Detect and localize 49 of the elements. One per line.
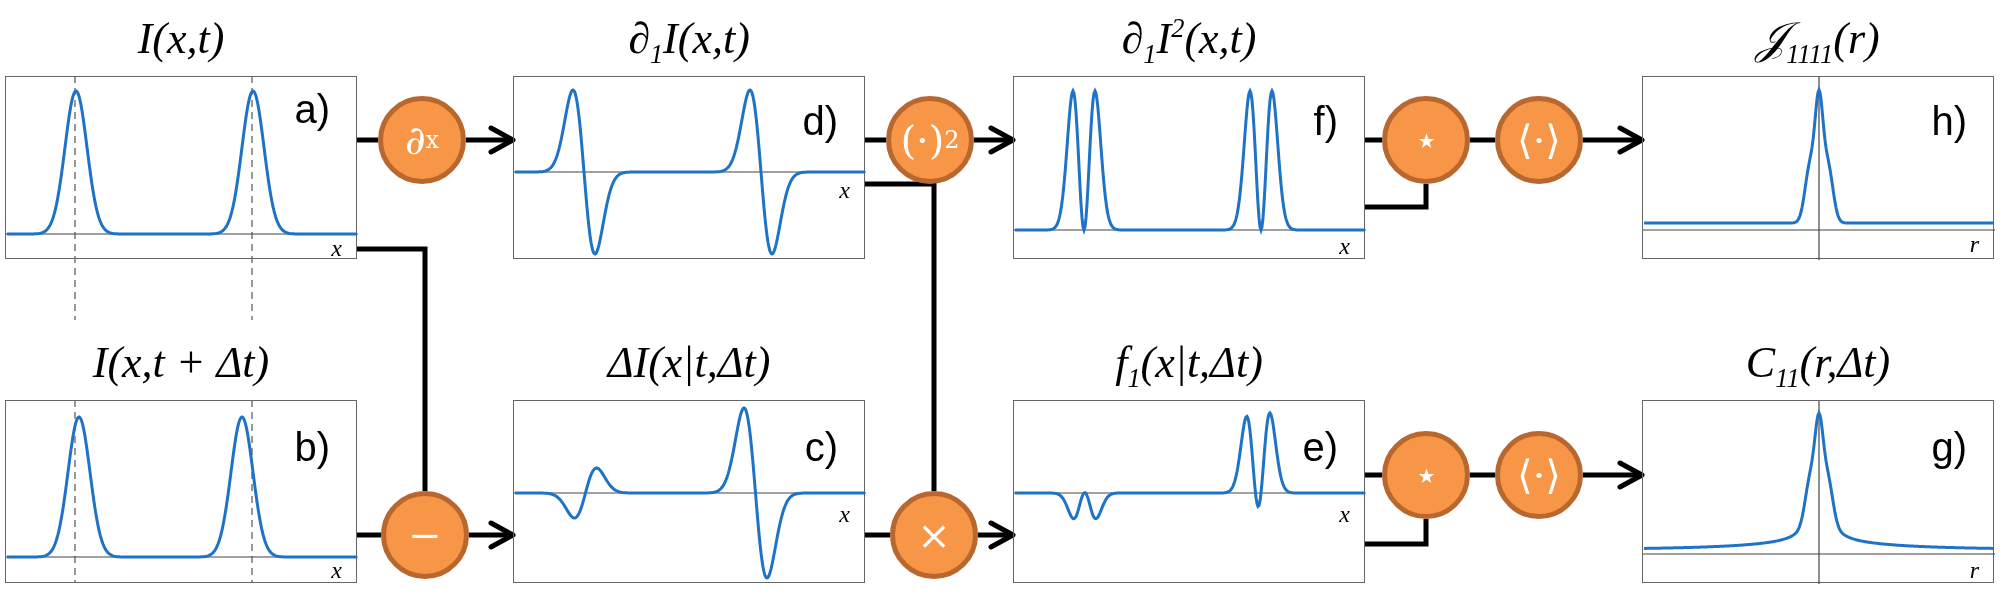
panel-title: 𝒥$_{1111}$(r) — [1753, 13, 1881, 68]
connector-line — [1365, 137, 1382, 143]
connector-line — [357, 246, 428, 491]
panel-label: d) — [802, 99, 838, 143]
arrow — [974, 125, 1016, 155]
panel-label: h) — [1931, 99, 1967, 143]
arrow — [466, 125, 516, 155]
panel-title: ∂$_{1}$I(x,t) — [627, 13, 751, 68]
axis-label: x — [839, 178, 850, 202]
panel-label: b) — [294, 425, 330, 469]
connector-line — [865, 532, 890, 538]
panel-title: f$_{1}$(x|t,Δt) — [1114, 337, 1264, 392]
axis-label: x — [1339, 502, 1350, 526]
panel-label: c) — [804, 425, 838, 469]
operator-circle: ⋆ — [1382, 431, 1470, 519]
operator-circle: ⋆ — [1382, 96, 1470, 184]
arrow — [1583, 125, 1645, 155]
connector-line — [865, 137, 886, 143]
connector-line — [1365, 184, 1429, 210]
operator-circle: (·)$^{2}$ — [886, 96, 974, 184]
panel-label: g) — [1931, 425, 1967, 469]
connector-line — [1470, 137, 1495, 143]
panel-title: ∂$_{1}$I$^{2}$(x,t) — [1120, 12, 1258, 68]
axis-label: r — [1969, 558, 1979, 582]
operator-circle: ⟨·⟩ — [1495, 431, 1583, 519]
axis-label: x — [1339, 234, 1350, 258]
panel-label: f) — [1313, 99, 1338, 143]
operator-circle: − — [381, 491, 469, 579]
axis-label: x — [331, 558, 342, 582]
operator-circle: ⟨·⟩ — [1495, 96, 1583, 184]
connector-line — [1365, 472, 1382, 478]
panel-label: a) — [294, 87, 330, 131]
panel-title: ΔI(x|t,Δt) — [605, 337, 772, 389]
connector-line — [865, 181, 937, 491]
panel-label: e) — [1302, 425, 1338, 469]
operator-circle: × — [890, 491, 978, 579]
arrow — [978, 520, 1016, 550]
axis-label: x — [331, 236, 342, 260]
panel-title: C$_{11}$(r,Δt) — [1744, 337, 1892, 392]
axis-label: r — [1969, 232, 1979, 256]
axis-label: x — [839, 502, 850, 526]
connector-line — [1365, 519, 1429, 547]
connector-line — [357, 137, 378, 143]
arrow — [469, 520, 516, 550]
connector-line — [357, 532, 381, 538]
arrow — [1583, 460, 1645, 490]
panel-title: I(x,t) — [136, 13, 226, 65]
connector-line — [1470, 472, 1495, 478]
panel-title: I(x,t + Δt) — [91, 337, 271, 389]
